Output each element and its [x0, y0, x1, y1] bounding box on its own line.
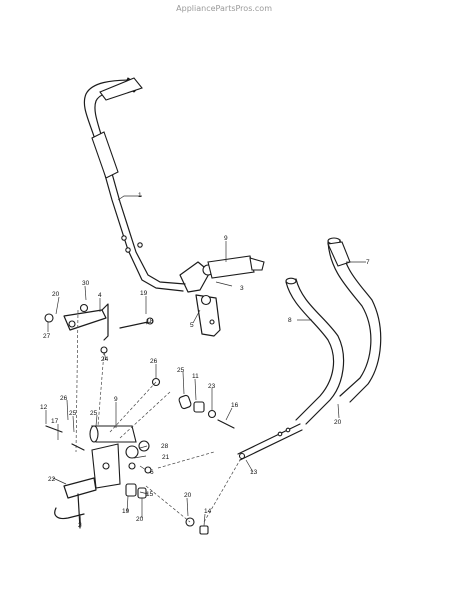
- callout-20-bottom: 20: [136, 516, 144, 523]
- callout-18: 18: [146, 318, 154, 325]
- connecting-rod-part-13: [237, 423, 303, 461]
- callout-27: 27: [43, 333, 51, 340]
- callout-labels: 1 2 3 4 5 6 7 8 9 9 11 12 13 14 15 16 17…: [40, 192, 370, 529]
- callout-19-lower: 19: [122, 508, 130, 515]
- mid-hardware: [151, 377, 235, 429]
- callout-20-right: 20: [334, 419, 342, 426]
- callout-25-left: 25: [69, 410, 77, 417]
- callout-5: 5: [190, 322, 194, 329]
- callout-9-lower: 9: [114, 396, 118, 403]
- callout-2: 2: [78, 522, 82, 529]
- callout-16: 16: [231, 402, 239, 409]
- callout-6: 6: [150, 469, 154, 476]
- callout-8: 8: [288, 317, 292, 324]
- callout-11: 11: [192, 373, 199, 380]
- watermark-text: AppliancePartsPros.com: [176, 4, 272, 13]
- watermark: AppliancePartsPros.com: [0, 4, 464, 13]
- handle-bar-part-1: [83, 77, 186, 292]
- handle-bar-part-8: [285, 277, 345, 425]
- callout-26-left: 26: [60, 395, 68, 402]
- callout-22: 22: [48, 476, 56, 483]
- callout-12: 12: [40, 404, 48, 411]
- pivot-bracket-part-3-5: [179, 255, 265, 337]
- callout-20-upper: 20: [52, 291, 60, 298]
- callout-19-upper: 19: [140, 290, 148, 297]
- callout-7: 7: [366, 259, 370, 266]
- callout-21: 21: [162, 454, 170, 461]
- callout-15: 15: [146, 491, 154, 498]
- callout-17: 17: [51, 418, 59, 425]
- callout-20-lower: 20: [184, 492, 192, 499]
- bracket-part-4: [44, 303, 154, 354]
- assembly-dashed-lines: [75, 309, 241, 523]
- callout-28: 28: [161, 443, 169, 450]
- callout-13: 13: [250, 469, 258, 476]
- callout-24: 24: [101, 356, 109, 363]
- callout-4: 4: [98, 292, 102, 299]
- callout-30: 30: [82, 280, 90, 287]
- callout-3: 3: [240, 285, 244, 292]
- callout-9-upper: 9: [224, 235, 228, 242]
- lower-linkage-assembly: [45, 425, 209, 535]
- callout-23: 23: [208, 383, 216, 390]
- callout-26-mid: 26: [150, 358, 158, 365]
- callout-25-mid: 25: [177, 367, 185, 374]
- callout-14: 14: [204, 508, 212, 515]
- handle-bar-part-7: [327, 237, 382, 403]
- callout-25-lower: 25: [90, 410, 98, 417]
- leader-lines: [45, 195, 366, 527]
- callout-1: 1: [138, 192, 142, 199]
